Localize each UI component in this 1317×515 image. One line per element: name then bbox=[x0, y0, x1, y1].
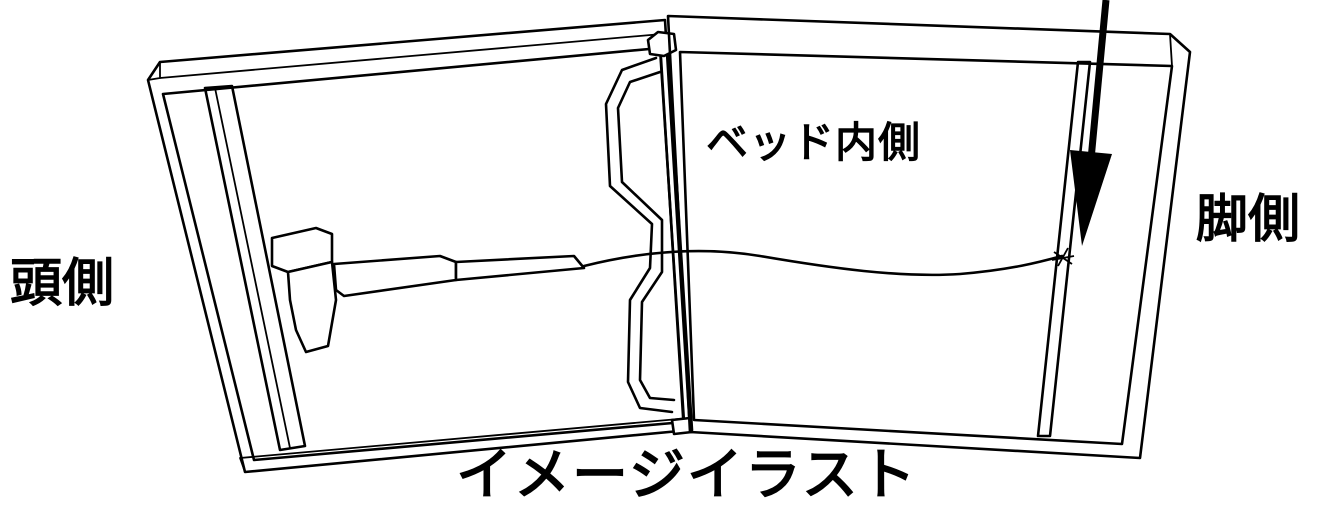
handle-bracket-inner bbox=[616, 70, 676, 402]
hinge-top-cap bbox=[646, 30, 678, 58]
foot-panel-right-edge bbox=[1139, 51, 1191, 459]
head-panel bbox=[146, 18, 692, 474]
head-panel-side-rail-edge bbox=[214, 87, 291, 449]
foot-panel-outer-frame bbox=[666, 14, 1192, 460]
sensor-handle bbox=[286, 260, 338, 354]
foot-panel bbox=[666, 14, 1192, 460]
foot-panel-inner-frame bbox=[678, 50, 1174, 446]
cable-end-clip bbox=[1051, 247, 1075, 267]
foot-panel-vertical-post bbox=[1036, 60, 1092, 438]
foot-side-label: 脚側 bbox=[1196, 190, 1301, 250]
foot-panel-corner bbox=[1169, 33, 1173, 67]
sensor-device bbox=[270, 226, 1075, 354]
sensor-arm-thin bbox=[454, 254, 586, 282]
head-panel-side-rail bbox=[203, 84, 307, 452]
down-arrow-icon bbox=[1070, 0, 1112, 246]
head-panel-top-rail bbox=[159, 33, 663, 79]
handle-bracket-outer bbox=[604, 56, 674, 414]
handle-bracket bbox=[604, 56, 676, 414]
sensor-cable bbox=[582, 249, 1064, 277]
sensor-arm-thick bbox=[332, 254, 458, 298]
head-panel-outer-frame bbox=[146, 18, 692, 474]
head-side-label: 頭側 bbox=[10, 254, 115, 314]
inner-side-label: ベッド内側 bbox=[706, 118, 922, 167]
caption-label: イメージイラスト bbox=[456, 443, 918, 508]
head-panel-bottom-rail bbox=[239, 417, 691, 473]
